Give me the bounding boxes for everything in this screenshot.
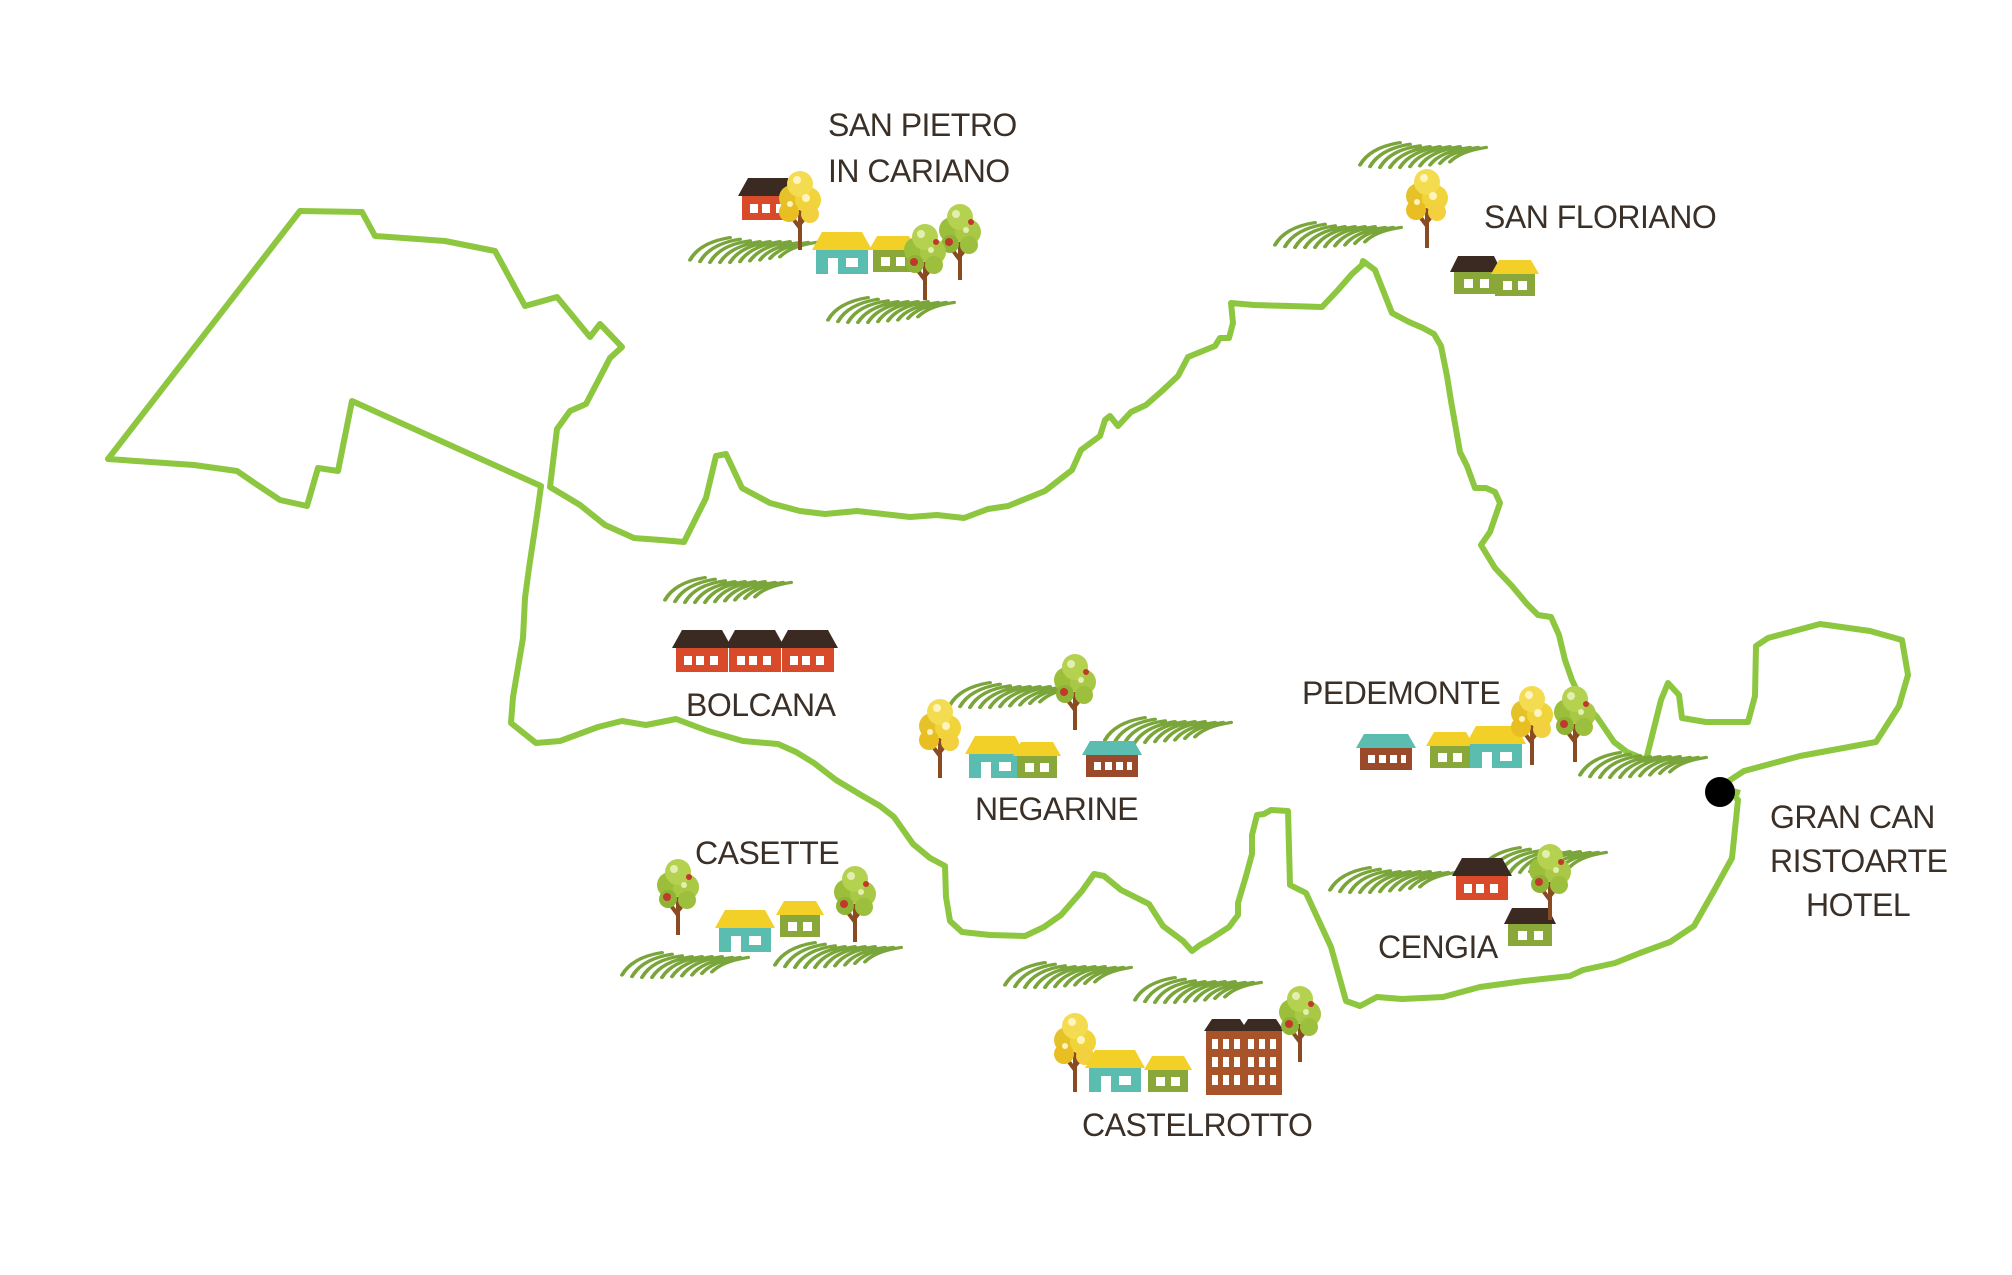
route-line <box>105 208 1911 1009</box>
label-castelrotto: CASTELROTTO <box>1082 1107 1312 1143</box>
label-pedemonte: PEDEMONTE <box>1302 675 1500 711</box>
label-casette: CASETTE <box>695 835 839 871</box>
label-bolcana: BOLCANA <box>686 687 837 723</box>
label-san-pietro-2: IN CARIANO <box>828 153 1010 189</box>
label-cengia: CENGIA <box>1378 929 1499 965</box>
san-pietro-icons <box>688 169 983 325</box>
label-san-floriano: SAN FLORIANO <box>1484 199 1716 235</box>
label-gran-can-3: HOTEL <box>1806 887 1910 923</box>
castelrotto-icons <box>1003 960 1323 1095</box>
label-gran-can-2: RISTOARTE <box>1770 843 1947 879</box>
negarine-icons <box>917 652 1233 780</box>
label-negarine: NEGARINE <box>975 791 1138 827</box>
bolcana-icons <box>663 575 838 672</box>
casette-icons <box>620 857 903 980</box>
location-marker-icon[interactable] <box>1705 777 1735 807</box>
label-san-pietro-1: SAN PIETRO <box>828 107 1017 143</box>
label-gran-can-1: GRAN CAN <box>1770 799 1935 835</box>
